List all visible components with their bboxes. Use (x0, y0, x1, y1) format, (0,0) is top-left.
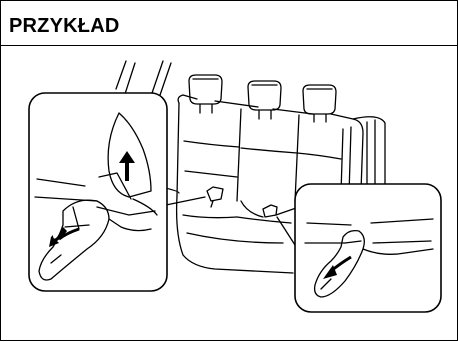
callout-leader-left (166, 197, 205, 205)
belt-buckle-left (207, 187, 223, 207)
pillar-line (125, 63, 135, 94)
right-callout-detail (295, 184, 441, 312)
pillar-line (116, 61, 126, 89)
left-callout-detail (29, 93, 167, 291)
belt-buckle-right (263, 205, 277, 217)
headrest-center (248, 81, 281, 119)
headrest-right (303, 85, 336, 122)
callout-leader-right (277, 217, 295, 245)
headrest-left (189, 75, 222, 113)
